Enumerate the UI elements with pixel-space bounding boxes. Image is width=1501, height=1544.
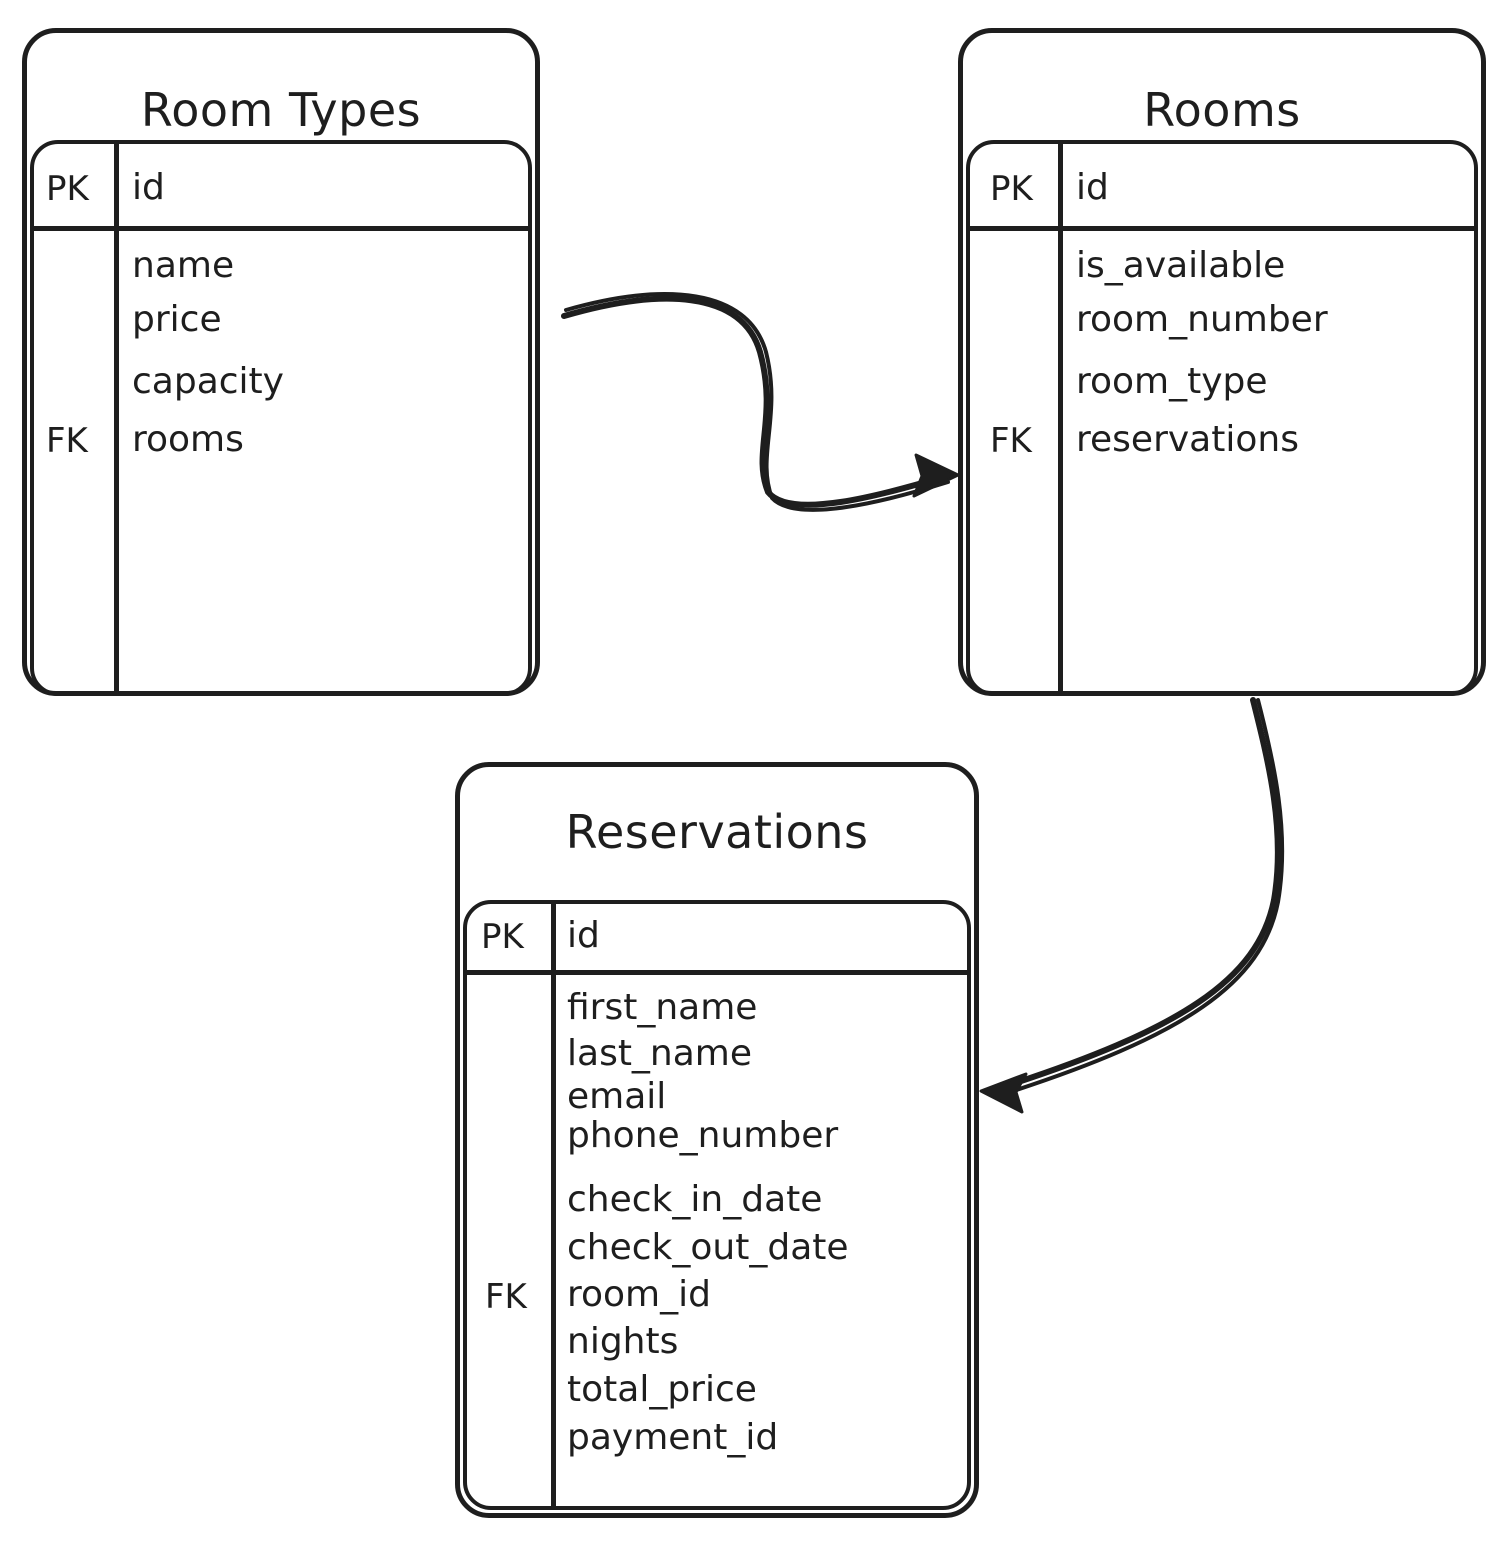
attribute-table	[30, 140, 532, 696]
entity-rooms[interactable]: Rooms PK id is_available room_number roo…	[958, 28, 1486, 696]
field-payment-id: payment_id	[567, 1417, 779, 1458]
entity-title: Room Types	[140, 83, 422, 137]
entity-title: Rooms	[1143, 83, 1301, 137]
field-nights: nights	[567, 1321, 679, 1362]
field-first-name: first_name	[567, 987, 758, 1028]
primary-key-divider	[30, 226, 532, 231]
primary-key-marker: PK	[481, 917, 524, 957]
entity-title: Reservations	[565, 805, 869, 859]
field-total-price: total_price	[567, 1369, 757, 1410]
field-id: id	[567, 915, 600, 956]
field-is-available: is_available	[1076, 245, 1286, 286]
entity-outline	[455, 762, 979, 1518]
foreign-key-marker: FK	[990, 421, 1032, 461]
primary-key-divider	[966, 226, 1478, 231]
foreign-key-marker: FK	[46, 421, 88, 461]
field-check-in-date: check_in_date	[567, 1179, 823, 1220]
attribute-table	[463, 900, 971, 1510]
relationship-room-types-to-rooms	[561, 292, 960, 512]
foreign-key-marker: FK	[485, 1277, 527, 1317]
field-capacity: capacity	[132, 361, 284, 402]
field-id: id	[132, 167, 165, 208]
field-reservations: reservations	[1076, 419, 1299, 460]
field-price: price	[132, 299, 222, 340]
primary-key-divider	[463, 970, 971, 975]
key-column-divider	[114, 140, 119, 696]
relationship-rooms-to-reservations	[979, 697, 1285, 1114]
key-column-divider	[551, 900, 556, 1510]
field-room-number: room_number	[1076, 299, 1328, 340]
field-id: id	[1076, 167, 1109, 208]
arrowhead-icon	[912, 453, 960, 498]
entity-reservations[interactable]: Reservations PK id first_name last_name …	[455, 762, 979, 1518]
entity-room-types[interactable]: Room Types PK id name price capacity roo…	[22, 28, 540, 696]
arrowhead-icon	[979, 1072, 1028, 1114]
field-room-id: room_id	[567, 1274, 711, 1315]
primary-key-marker: PK	[46, 169, 89, 209]
field-name: name	[132, 245, 235, 286]
field-room-type: room_type	[1076, 361, 1268, 402]
field-rooms: rooms	[132, 419, 244, 460]
field-phone-number: phone_number	[567, 1115, 839, 1156]
field-check-out-date: check_out_date	[567, 1227, 849, 1268]
key-column-divider	[1058, 140, 1063, 696]
primary-key-marker: PK	[990, 169, 1033, 209]
entity-outline	[958, 28, 1486, 696]
entity-outline	[22, 28, 540, 696]
attribute-table	[966, 140, 1478, 696]
field-email: email	[567, 1076, 667, 1117]
field-last-name: last_name	[567, 1033, 753, 1074]
